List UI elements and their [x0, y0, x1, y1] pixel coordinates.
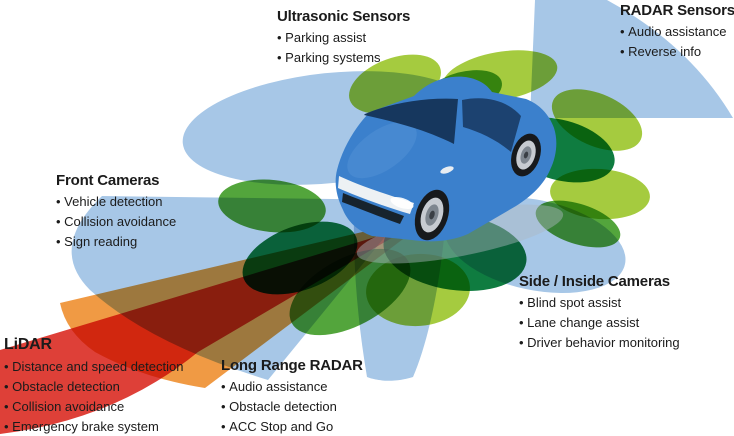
feature-item: Obstacle detection [221, 397, 363, 417]
feature-item: Lane change assist [519, 313, 680, 333]
label-ultrasonic-sensors: Ultrasonic Sensors Parking assist Parkin… [277, 8, 410, 68]
car-headlight [390, 196, 414, 210]
feature-item: Reverse info [620, 42, 734, 62]
side-cameras-feature-list: Blind spot assist Lane change assist Dri… [519, 293, 680, 353]
label-long-range-radar: Long Range RADAR Audio assistance Obstac… [221, 357, 363, 436]
front-cameras-title: Front Cameras [56, 172, 160, 189]
feature-item: Collision avoidance [56, 212, 176, 232]
side-cameras-title: Side / Inside Cameras [519, 273, 670, 290]
lidar-title: LiDAR [4, 336, 52, 353]
feature-item: Distance and speed detection [4, 357, 183, 377]
radar-feature-list: Audio assistance Reverse info [620, 22, 734, 62]
feature-item: Audio assistance [620, 22, 734, 42]
feature-item: Collision avoidance [4, 397, 183, 417]
feature-item: Vehicle detection [56, 192, 176, 212]
feature-item: ACC Stop and Go [221, 417, 363, 436]
label-radar-sensors: RADAR Sensors Audio assistance Reverse i… [620, 2, 734, 62]
car-hood-highlight [347, 121, 417, 179]
feature-item: Parking assist [277, 28, 410, 48]
feature-item: Sign reading [56, 232, 176, 252]
feature-item: Obstacle detection [4, 377, 183, 397]
feature-item: Audio assistance [221, 377, 363, 397]
car-mirror [440, 166, 454, 174]
radar-title: RADAR Sensors [620, 2, 734, 19]
label-lidar: LiDAR Distance and speed detection Obsta… [4, 336, 183, 436]
front-cameras-feature-list: Vehicle detection Collision avoidance Si… [56, 192, 176, 252]
feature-item: Emergency brake system [4, 417, 183, 436]
car-grille [342, 193, 404, 224]
long-range-radar-feature-list: Audio assistance Obstacle detection ACC … [221, 377, 363, 436]
car-side-window [462, 98, 521, 152]
ultrasonic-title: Ultrasonic Sensors [277, 8, 411, 25]
ultrasonic-feature-list: Parking assist Parking systems [277, 28, 410, 68]
ultrasonic-petal [535, 200, 621, 248]
lidar-feature-list: Distance and speed detection Obstacle de… [4, 357, 183, 436]
car-windshield [364, 98, 458, 144]
label-front-cameras: Front Cameras Vehicle detection Collisio… [56, 172, 176, 252]
label-side-inside-cameras: Side / Inside Cameras Blind spot assist … [519, 273, 680, 353]
feature-item: Driver behavior monitoring [519, 333, 679, 353]
car-front-wheel [414, 189, 450, 241]
feature-item: Parking systems [277, 48, 410, 68]
feature-item: Blind spot assist [519, 293, 680, 313]
car-illustration [335, 76, 564, 264]
ultrasonic-petal [218, 179, 326, 233]
long-range-radar-title: Long Range RADAR [221, 357, 363, 374]
car-rear-wheel [511, 133, 541, 177]
